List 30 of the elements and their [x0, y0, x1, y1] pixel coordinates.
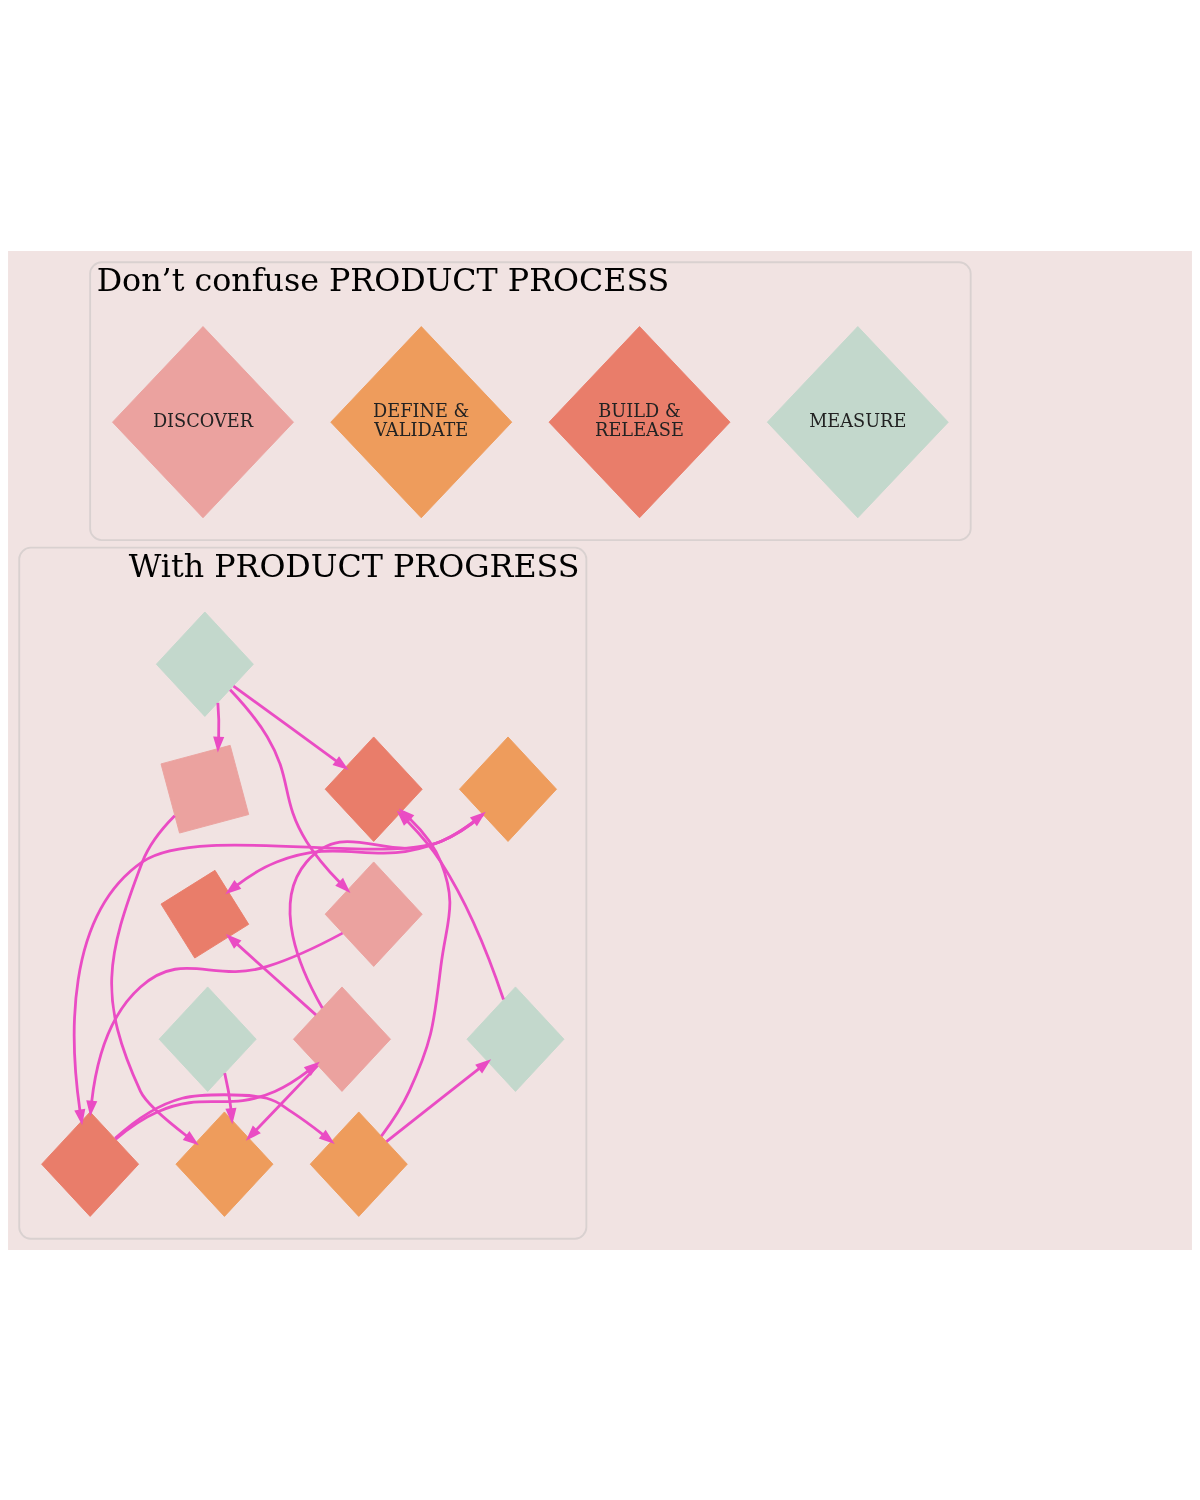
node-diamond	[309, 1111, 408, 1217]
arrow	[114, 1092, 335, 1144]
node-diamond	[175, 1111, 274, 1217]
arrow	[223, 1072, 237, 1124]
node-diamond: DISCOVER	[112, 325, 294, 518]
arrow	[385, 1058, 492, 1143]
node-diamond	[324, 861, 423, 967]
node-diamond	[324, 736, 423, 842]
arrow	[232, 684, 349, 770]
node-diamond: MEASURE	[766, 325, 949, 518]
arrow	[72, 813, 484, 1125]
node-diamond: BUILD & RELEASE	[548, 325, 731, 518]
node-diamond	[466, 986, 565, 1092]
arrow	[213, 702, 225, 753]
node-diamond: DEFINE & VALIDATE	[330, 325, 513, 518]
node-diamond	[41, 1111, 140, 1217]
node-diamond	[293, 986, 391, 1092]
arrow	[110, 814, 199, 1145]
arrow	[86, 931, 344, 1117]
arrow	[229, 688, 351, 893]
node-box	[160, 869, 250, 958]
node-diamond	[155, 611, 254, 717]
arrow	[245, 1064, 319, 1141]
cluster: With PRODUCT PROGRESS	[18, 546, 588, 1240]
node-diamond	[158, 986, 257, 1092]
arrow	[225, 933, 317, 1016]
node-box	[160, 744, 250, 833]
arrow	[225, 813, 484, 894]
node-diamond	[459, 736, 557, 842]
arrow	[114, 1061, 320, 1140]
